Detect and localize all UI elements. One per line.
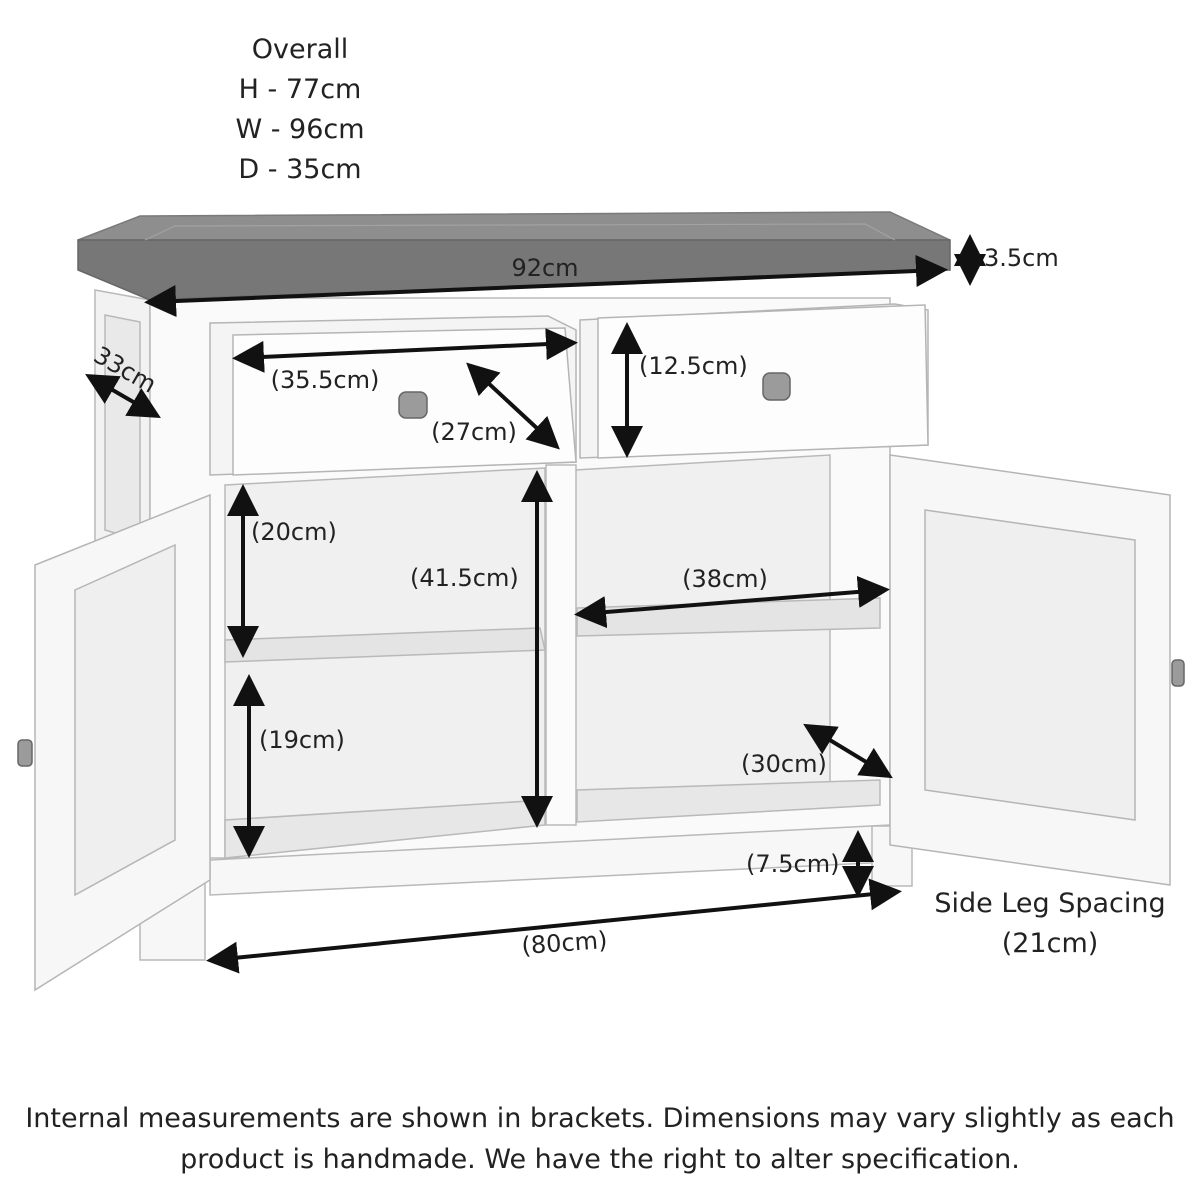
overall-dimensions: Overall H - 77cm W - 96cm D - 35cm (200, 30, 400, 190)
cupboard-height-label: (41.5cm) (410, 564, 519, 592)
shelf-depth-arrow (803, 723, 893, 779)
left-door-knob[interactable] (17, 739, 33, 767)
overall-depth: D - 35cm (238, 154, 362, 185)
dimension-arrows (85, 234, 986, 974)
upper-shelf-height-label: (20cm) (251, 518, 337, 546)
right-door-knob[interactable] (1171, 659, 1185, 687)
drawer-width-label: (35.5cm) (271, 366, 380, 394)
leg-spacing-arrow (206, 878, 902, 974)
drawer-height-label: (12.5cm) (639, 352, 748, 380)
right-door-inset (924, 509, 1136, 821)
side-leg-spacing: Side Leg Spacing (21cm) (925, 884, 1175, 964)
overall-height: H - 77cm (238, 74, 362, 105)
leg-spacing-label: (80cm) (521, 926, 609, 960)
top-panel-line (144, 223, 896, 241)
overall-heading: Overall (251, 34, 349, 65)
drawer-depth-label: (27cm) (431, 418, 517, 446)
overall-width: W - 96cm (235, 114, 365, 145)
side-leg-value: (21cm) (1001, 928, 1099, 959)
right-drawer-knob[interactable] (762, 372, 791, 401)
left-drawer-knob[interactable] (398, 391, 428, 419)
footnote: Internal measurements are shown in brack… (0, 1098, 1200, 1180)
footnote-line-2: product is handmade. We have the right t… (180, 1144, 1020, 1175)
top-width-arrow (144, 254, 948, 318)
shelf-width-label: (38cm) (682, 565, 768, 593)
side-leg-label: Side Leg Spacing (934, 888, 1166, 919)
drawer-width-arrow (232, 328, 578, 373)
lower-shelf-height-label: (19cm) (259, 726, 345, 754)
shelf-depth-label: (30cm) (741, 750, 827, 778)
left-drawer (209, 315, 577, 476)
top-thickness-label: 3.5cm (984, 244, 1059, 272)
right-door (889, 454, 1185, 886)
right-floor (576, 779, 881, 823)
footnote-line-1: Internal measurements are shown in brack… (25, 1103, 1175, 1134)
top-width-label: 92cm (511, 254, 578, 282)
leg-height-label: (7.5cm) (746, 850, 839, 878)
centre-divider (545, 464, 577, 826)
side-depth-arrow (85, 373, 161, 419)
left-door (17, 493, 211, 992)
drawer-depth-arrow (466, 362, 560, 450)
right-drawer (579, 303, 929, 459)
left-door-inset (74, 543, 176, 897)
shelf-width-arrow (574, 575, 890, 629)
